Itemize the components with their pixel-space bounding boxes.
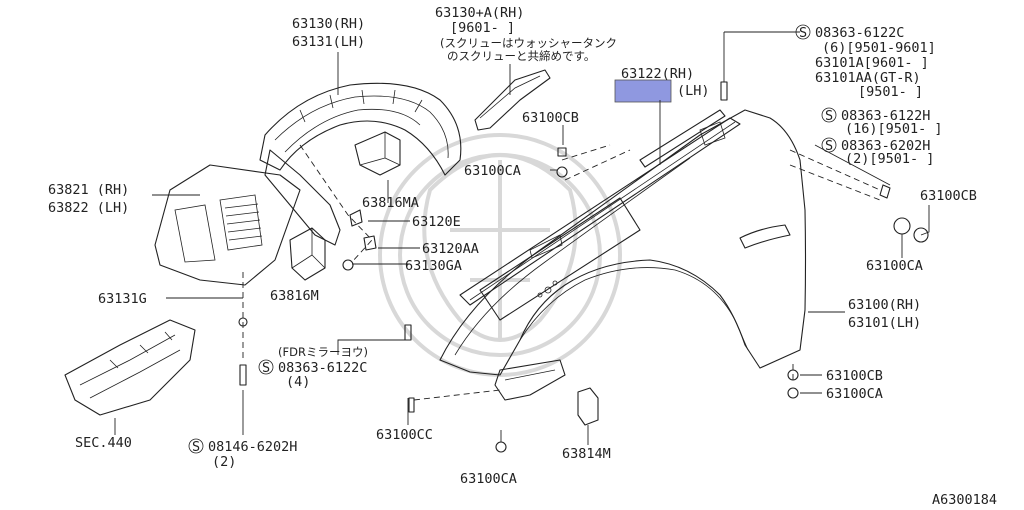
fender-lower-bracket <box>494 359 566 401</box>
label-63130a-date: [9601- ] <box>450 20 515 36</box>
rail-63122 <box>639 109 726 168</box>
fender-liner-63130 <box>259 82 462 246</box>
label-63100ca-top: 63100CA <box>464 163 521 179</box>
label-63100-rh: 63100(RH) <box>848 297 921 313</box>
labels: 63130(RH) 63131(LH) 63130+A(RH) [9601- ]… <box>48 5 997 508</box>
s-symbol-1: S <box>799 25 807 41</box>
label-08363-6202h-qty: (2)[9501- ] <box>845 151 934 167</box>
label-63822-lh: 63822 (LH) <box>48 200 129 216</box>
label-63122-lh: (LH) <box>677 83 710 99</box>
label-08146-6202h: 08146-6202H <box>208 439 297 455</box>
label-63816ma: 63816MA <box>362 195 419 211</box>
label-63120aa: 63120AA <box>422 241 479 257</box>
label-63814m: 63814M <box>562 446 611 462</box>
label-08363-6122h-qty: (16)[9501- ] <box>845 121 943 137</box>
label-sec440: SEC.440 <box>75 435 132 451</box>
highlight-box <box>614 79 672 103</box>
label-63130ga: 63130GA <box>405 258 462 274</box>
label-08363-6122c-qty: (6)[9501-9601] <box>822 40 936 56</box>
label-63100ca-bottom: 63100CA <box>460 471 517 487</box>
label-fdr-note: (FDRミラーヨウ) <box>278 345 368 359</box>
label-63821-rh: 63821 (RH) <box>48 182 129 198</box>
label-08363-6122c: 08363-6122C <box>815 25 904 41</box>
label-63100cb-right: 63100CB <box>920 188 977 204</box>
splash-guard-63821 <box>154 164 301 286</box>
label-63131-lh: 63131(LH) <box>292 34 365 50</box>
label-08146-6202h-qty: (2) <box>212 454 236 470</box>
pad-63816MA <box>354 131 401 176</box>
label-63122-rh: 63122(RH) <box>621 66 694 82</box>
label-63101aa-date: [9501- ] <box>858 84 923 100</box>
label-63101aa: 63101AA(GT-R) <box>815 70 921 86</box>
label-63100ca-low: 63100CA <box>826 386 883 402</box>
label-63100ca-right: 63100CA <box>866 258 923 274</box>
label-63130a: 63130+A(RH) <box>435 5 524 21</box>
label-63131g: 63131G <box>98 291 147 307</box>
label-08363-6122c-b: 08363-6122C <box>278 360 367 376</box>
sec440-part <box>64 319 196 416</box>
label-63130-rh: 63130(RH) <box>292 16 365 32</box>
fender-flange <box>459 117 741 321</box>
label-63101a: 63101A[9601- ] <box>815 55 929 71</box>
label-63100cc: 63100CC <box>376 427 433 443</box>
s-symbol-4: S <box>262 360 270 376</box>
label-08363-6122h: 08363-6122H <box>841 108 930 124</box>
diagram-id: A6300184 <box>932 492 997 508</box>
bracket-63130A <box>474 69 551 131</box>
pad-63816M <box>289 227 326 281</box>
label-63100cb-low: 63100CB <box>826 368 883 384</box>
s-symbol-5: S <box>192 439 200 455</box>
label-08363-6202h: 08363-6202H <box>841 138 930 154</box>
leader-lines <box>114 31 930 445</box>
label-63120e: 63120E <box>412 214 461 230</box>
label-63100cb-top: 63100CB <box>522 110 579 126</box>
label-08363-6122c-b-qty: (4) <box>286 374 310 390</box>
label-note-jp-2: のスクリューと共締めです。 <box>447 49 595 63</box>
label-note-jp-1: (スクリューはウォッシャータンク <box>440 36 617 50</box>
label-63816m: 63816M <box>270 288 319 304</box>
s-symbol-2: S <box>825 108 833 124</box>
s-symbol-3: S <box>825 138 833 154</box>
front-fender-63100 <box>439 109 807 376</box>
label-63101-lh: 63101(LH) <box>848 315 921 331</box>
part-63814M <box>577 387 599 426</box>
clips <box>342 209 377 271</box>
